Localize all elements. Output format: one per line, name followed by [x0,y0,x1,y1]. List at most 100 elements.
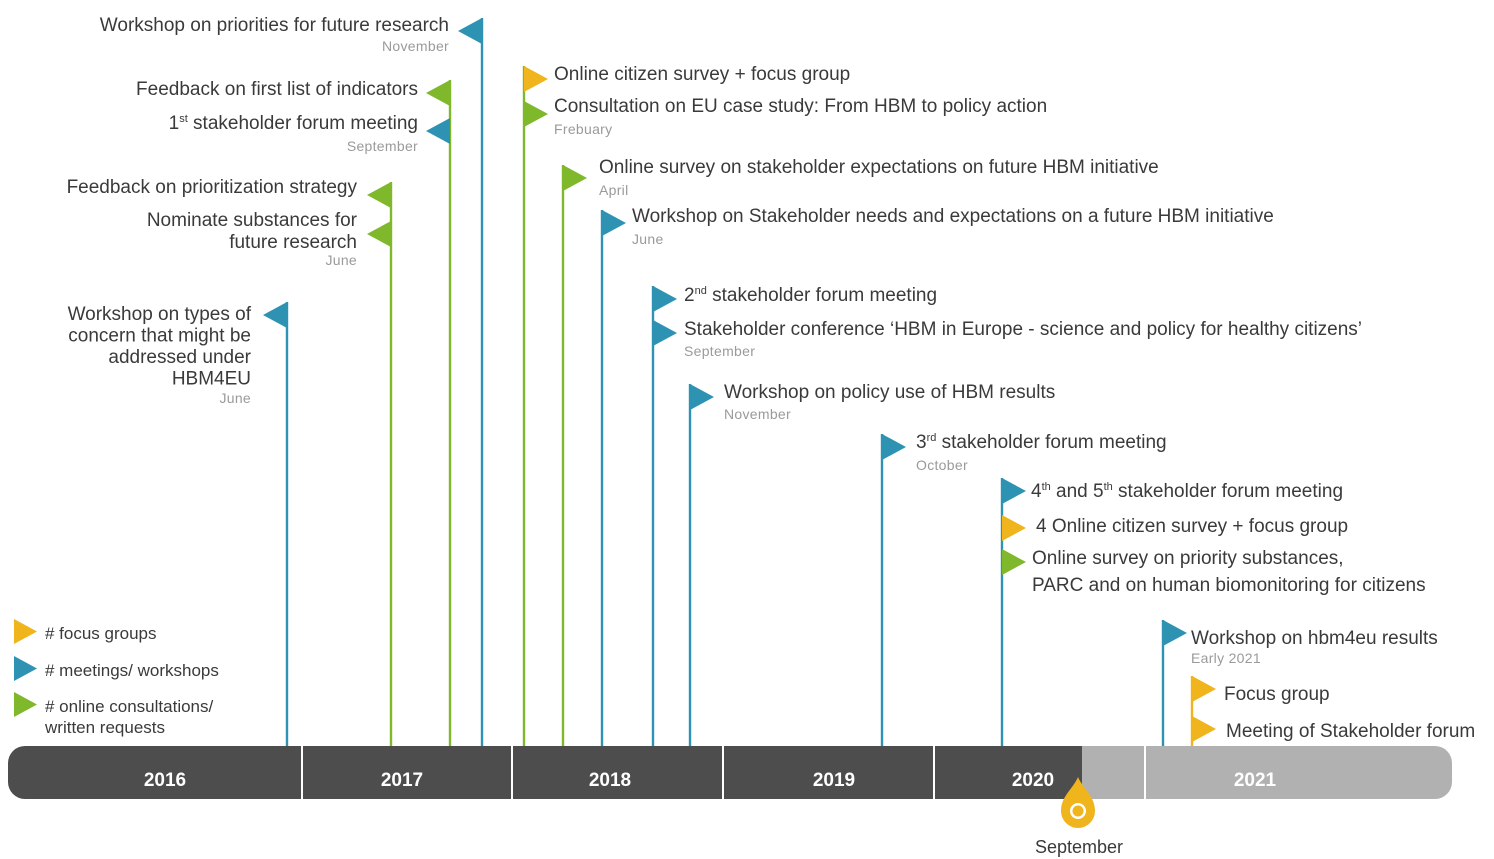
september-marker: September [1035,777,1123,857]
event-title: Stakeholder conference ‘HBM in Europe - … [684,319,1362,340]
green-flag-icon [367,182,391,208]
blue-flag-icon [1002,478,1026,504]
blue-flag-icon [458,18,482,44]
event-date: September [684,343,755,359]
blue-flag-icon [602,210,626,236]
event-date: June [632,231,664,247]
year-label: 2018 [589,770,631,791]
event-title: Meeting of Stakeholder forum [1226,721,1475,742]
green-flag-icon [524,101,548,127]
timeline-event: Workshop on priorities for future resear… [100,15,482,54]
blue-flag-icon [653,320,677,346]
event-title: 1st stakeholder forum meeting [169,113,418,134]
year-segment-future [1082,746,1144,799]
timeline-event: Online citizen survey + focus group [524,64,850,92]
year-segment [1146,746,1452,799]
year-segment [724,746,933,799]
event-date: November [382,38,449,54]
yellow-flag-icon [14,619,37,644]
year-segment [8,746,301,799]
yellow-flag-icon [1192,716,1216,742]
legend: # focus groups # meetings/ workshops # onl… [14,619,219,737]
green-flag-icon [1002,549,1026,575]
blue-flag-icon [882,434,906,460]
green-flag-icon [14,692,37,717]
event-date: Frebuary [554,121,612,137]
legend-item: # meetings/ workshops [14,656,219,681]
timeline-event: Feedback on first list of indicators [136,79,450,106]
event-title: HBM4EU [172,369,251,390]
timeline-event: Online survey on stakeholder expectation… [563,157,1159,198]
event-title: Feedback on first list of indicators [136,79,418,100]
event-title: Workshop on priorities for future resear… [100,15,449,36]
legend-label: written requests [44,718,165,737]
timeline-event: Meeting of Stakeholder forum [1192,716,1475,742]
event-date: November [724,406,791,422]
legend-label: # online consultations/ [45,697,214,716]
yellow-flag-icon [524,66,548,92]
blue-flag-icon [1163,620,1187,646]
event-title: Workshop on types of [68,304,252,325]
event-title: Feedback on prioritization strategy [67,177,358,198]
blue-flag-icon [690,384,714,410]
legend-label: # meetings/ workshops [45,661,219,680]
event-title: Consultation on EU case study: From HBM … [554,96,1047,117]
event-title: concern that might be [68,326,251,347]
event-title: 4 Online citizen survey + focus group [1036,516,1348,537]
event-title: Workshop on Stakeholder needs and expect… [632,206,1274,227]
timeline-event: Online survey on priority substances, PAR… [1002,548,1426,596]
event-date: April [599,182,629,198]
pin-dot [1072,805,1084,817]
year-segment [513,746,722,799]
timeline-event: 4 Online citizen survey + focus group [1002,515,1348,541]
timeline-event: 2nd stakeholder forum meeting [653,285,937,312]
marker-label: September [1035,837,1123,857]
timeline-event: Consultation on EU case study: From HBM … [524,96,1047,137]
blue-flag-icon [653,286,677,312]
year-label: 2020 [1012,770,1054,791]
year-label: 2021 [1234,770,1277,791]
timeline-event: Feedback on prioritization strategy [67,177,391,208]
event-title: 3rd stakeholder forum meeting [916,432,1167,453]
timeline-events: Workshop on priorities for future resear… [67,15,1475,742]
event-title: 2nd stakeholder forum meeting [684,285,937,306]
year-segment [303,746,511,799]
blue-flag-icon [263,302,287,328]
event-date: June [325,252,357,268]
timeline-event: Stakeholder conference ‘HBM in Europe - … [653,319,1362,359]
event-title: Focus group [1224,684,1330,705]
timeline-event: Workshop on policy use of HBM resultsNov… [690,382,1055,422]
green-flag-icon [367,221,391,247]
event-date: June [219,390,251,406]
event-title: PARC and on human biomonitoring for citi… [1032,575,1426,596]
event-date: Early 2021 [1191,650,1261,666]
blue-flag-icon [14,656,37,681]
legend-item: # online consultations/written requests [14,692,214,737]
event-date: September [347,138,418,154]
timeline-event: Focus group [1192,676,1330,705]
timeline-event: Workshop on Stakeholder needs and expect… [602,206,1274,247]
yellow-flag-icon [1192,676,1216,702]
event-title: addressed under [108,347,251,368]
timeline-event: 4th and 5th stakeholder forum meeting [1002,478,1343,504]
year-segment [935,746,1082,799]
event-title: Nominate substances for [147,210,358,231]
green-flag-icon [563,165,587,191]
event-title: Workshop on hbm4eu results [1191,628,1438,649]
event-date: October [916,457,968,473]
yellow-flag-icon [1002,515,1026,541]
legend-item: # focus groups [14,619,157,644]
event-title: Online citizen survey + focus group [554,64,850,85]
year-label: 2017 [381,770,423,791]
legend-label: # focus groups [45,624,157,643]
event-title: future research [229,232,357,253]
year-label: 2016 [144,770,186,791]
event-title: Online survey on priority substances, [1032,548,1344,569]
